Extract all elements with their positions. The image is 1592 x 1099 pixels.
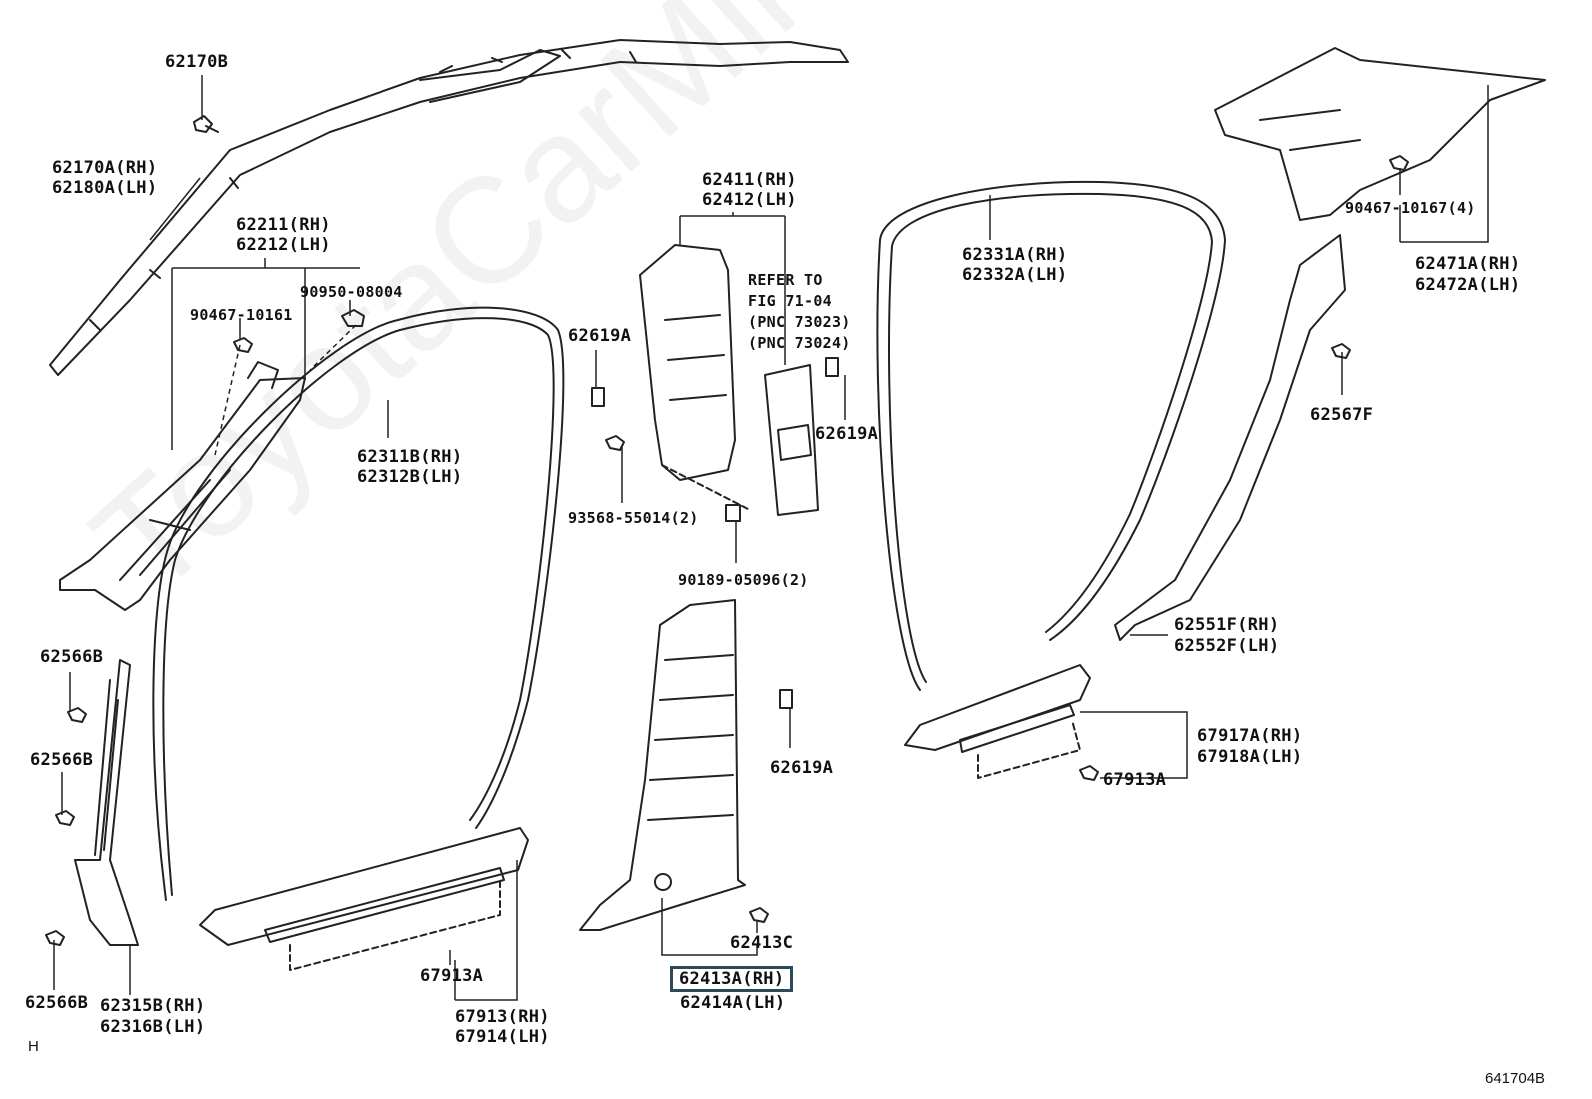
clip-62413c-part xyxy=(749,907,769,923)
part-number-93568: 93568-55014(2) xyxy=(568,509,699,527)
part-number-62211: 62211(RH) xyxy=(236,215,331,235)
bolt-62170b-part xyxy=(193,115,219,133)
center-pillar-lower-garnish-part xyxy=(579,599,746,931)
cowl-side-trim-part xyxy=(74,659,139,946)
clip-62566b-top-part xyxy=(67,707,87,723)
corner-mark: H xyxy=(28,1038,39,1055)
part-number-62312b: 62312B(LH) xyxy=(357,467,463,487)
rear-door-weatherstrip-part xyxy=(876,180,1226,691)
clip-62619a-lower-part xyxy=(779,689,793,709)
part-number-62471a: 62471A(RH) xyxy=(1415,254,1521,274)
diagram-id: 641704B xyxy=(1485,1070,1546,1087)
roof-airbag-part xyxy=(49,39,849,376)
part-number-62619a-left: 62619A xyxy=(568,326,632,346)
part-number-67913: 67913(RH) xyxy=(455,1007,550,1027)
part-number-90950: 90950-08004 xyxy=(300,283,403,301)
clip-62566b-bottom-part xyxy=(45,930,65,946)
center-pillar-upper-garnish-part xyxy=(639,244,751,511)
part-number-62551f: 62551F(RH) xyxy=(1174,615,1280,635)
part-number-62619a-right: 62619A xyxy=(815,424,879,444)
part-number-62414a: 62414A(LH) xyxy=(680,993,786,1013)
rear-door-scuff-plate-part xyxy=(904,664,1091,779)
part-number-62180a: 62180A(LH) xyxy=(52,178,158,198)
clip-67913a-rear-part xyxy=(1079,765,1099,781)
part-number-62566b-bottom: 62566B xyxy=(25,993,89,1013)
refer-note-line-1: REFER TO xyxy=(748,271,823,289)
clip-62566b-mid-part xyxy=(55,810,75,826)
part-number-67913a-rear: 67913A xyxy=(1103,770,1167,790)
refer-note-line-4: (PNC 73024) xyxy=(748,334,851,352)
roof-side-inner-garnish-part xyxy=(1214,47,1546,221)
part-number-90467-10161: 90467-10161 xyxy=(190,306,293,324)
part-number-90189: 90189-05096(2) xyxy=(678,571,809,589)
part-number-62472a: 62472A(LH) xyxy=(1415,275,1521,295)
part-number-67914: 67914(LH) xyxy=(455,1027,550,1047)
clip-90467b-part xyxy=(1389,155,1409,171)
clip-62619a-right-part xyxy=(825,357,839,377)
part-number-62619a-lower: 62619A xyxy=(770,758,834,778)
front-pillar-garnish-part xyxy=(59,361,306,611)
front-door-scuff-plate-part xyxy=(199,827,529,971)
part-number-62413a-highlighted[interactable]: 62413A(RH) xyxy=(670,966,794,992)
part-number-62552f: 62552F(LH) xyxy=(1174,636,1280,656)
part-number-62567f: 62567F xyxy=(1310,405,1374,425)
part-number-62332a: 62332A(LH) xyxy=(962,265,1068,285)
clip-90950-part xyxy=(341,309,365,327)
part-number-62411: 62411(RH) xyxy=(702,170,797,190)
part-number-90467-10167: 90467-10167(4) xyxy=(1345,199,1476,217)
door-opening-weatherstrip-part xyxy=(152,306,565,901)
clip-90189-part xyxy=(725,504,741,522)
part-number-62170a: 62170A(RH) xyxy=(52,158,158,178)
quarter-trim-part xyxy=(1114,234,1346,641)
part-number-62170b: 62170B xyxy=(165,52,229,72)
refer-note-line-3: (PNC 73023) xyxy=(748,313,851,331)
part-number-62413c: 62413C xyxy=(730,933,794,953)
part-number-62315b: 62315B(RH) xyxy=(100,996,206,1016)
part-number-67913a-front: 67913A xyxy=(420,966,484,986)
part-number-67918a: 67918A(LH) xyxy=(1197,747,1303,767)
part-number-62566b-top: 62566B xyxy=(40,647,104,667)
part-number-67917a: 67917A(RH) xyxy=(1197,726,1303,746)
part-number-62412: 62412(LH) xyxy=(702,190,797,210)
part-number-62566b-mid: 62566B xyxy=(30,750,94,770)
clip-62567f-part xyxy=(1331,343,1351,359)
clip-62619a-left-part xyxy=(591,387,605,407)
part-number-62212: 62212(LH) xyxy=(236,235,331,255)
part-number-62331a: 62331A(RH) xyxy=(962,245,1068,265)
clip-90467-part xyxy=(233,337,253,353)
refer-note-line-2: FIG 71-04 xyxy=(748,292,832,310)
part-number-62311b: 62311B(RH) xyxy=(357,447,463,467)
seat-belt-cover-part xyxy=(764,364,819,516)
part-number-62316b: 62316B(LH) xyxy=(100,1017,206,1037)
